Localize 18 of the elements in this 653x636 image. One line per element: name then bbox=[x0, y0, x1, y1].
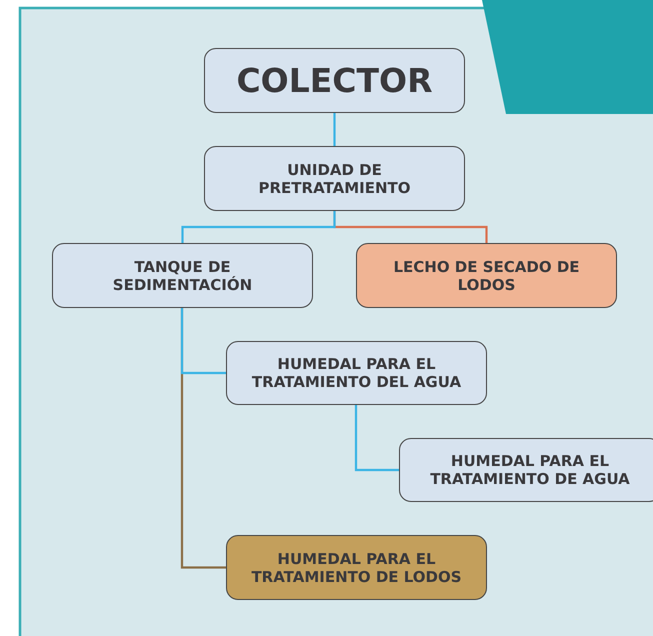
node-label: UNIDAD DE PRETRATAMIENTO bbox=[258, 160, 412, 196]
process-box bbox=[356, 243, 617, 308]
connector-line bbox=[180, 308, 226, 374]
node-label: LECHO DE SECADO DE LODOS bbox=[392, 258, 581, 294]
connector-line bbox=[181, 211, 336, 243]
process-box bbox=[399, 438, 653, 502]
process-box bbox=[52, 243, 313, 308]
process-box bbox=[226, 341, 487, 405]
node-label: HUMEDAL PARA EL TRATAMIENTO DEL AGUA bbox=[250, 355, 462, 391]
process-box bbox=[226, 535, 487, 600]
node-label: COLECTOR bbox=[236, 60, 433, 100]
connector-line bbox=[333, 113, 336, 146]
process-box bbox=[204, 146, 465, 211]
connector-line bbox=[354, 405, 399, 472]
node-label: HUMEDAL PARA EL TRATAMIENTO DE LODOS bbox=[250, 550, 463, 586]
root-box bbox=[204, 48, 465, 113]
node-label: TANQUE DE SEDIMENTACIÓN bbox=[112, 258, 254, 294]
node-label: HUMEDAL PARA EL TRATAMIENTO DE AGUA bbox=[429, 452, 631, 488]
